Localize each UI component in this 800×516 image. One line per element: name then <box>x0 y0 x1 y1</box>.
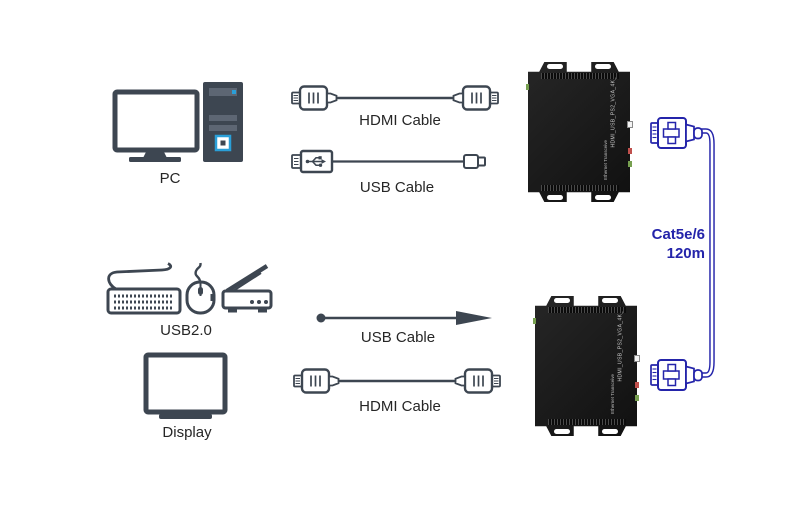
side-port <box>634 355 640 362</box>
tower-icon <box>203 82 243 162</box>
vent-slots <box>548 419 626 425</box>
vent-slots <box>548 307 626 313</box>
pc-icon <box>112 82 243 162</box>
hdmi-connector-icon <box>292 368 340 394</box>
side-marking: HDMI_USB_PS2_VGA_4K_inHDMI <box>610 77 616 148</box>
keyboard-icon <box>106 262 182 315</box>
hdmi-cable-bottom-icon <box>292 368 502 394</box>
mouse-icon <box>185 262 216 315</box>
transmitter-device: HDMI_USB_PS2_VGA_4K_inHDMI Ethernet Tran… <box>526 62 633 202</box>
display-label: Display <box>162 424 212 441</box>
usb-plug-end-icon <box>463 154 486 169</box>
usb-cable-top-icon <box>291 149 486 174</box>
usb-cable-middle-label: USB Cable <box>360 329 436 346</box>
unit-marking: Ethernet Transceiver <box>610 374 615 414</box>
arrow-head <box>456 311 492 325</box>
usb-trident-icon <box>305 156 326 167</box>
arrow-start-dot <box>316 313 326 323</box>
status-led-red <box>635 382 639 388</box>
usb-peripherals-icon <box>106 262 273 315</box>
hdmi-connector-icon <box>290 85 338 111</box>
hdmi-cable-top-icon <box>290 85 500 111</box>
hdmi-connector-icon <box>452 85 500 111</box>
monitor-icon <box>112 89 200 162</box>
mount-hole <box>595 64 611 69</box>
pc-label: PC <box>159 170 181 187</box>
usb-arrow-icon <box>316 311 492 325</box>
power-led <box>533 318 536 324</box>
vent-slots <box>541 73 619 79</box>
cat-cable-length-label: 120m <box>666 245 705 262</box>
cat-cable-type-label: Cat5e/6 <box>651 226 705 243</box>
mount-hole <box>554 429 570 434</box>
power-led <box>526 84 529 90</box>
mount-hole <box>602 298 618 303</box>
mount-hole <box>602 429 618 434</box>
unit-marking: Ethernet Transceiver <box>603 140 608 180</box>
status-led-green <box>628 161 632 167</box>
status-led-red <box>628 148 632 154</box>
mount-hole <box>547 64 563 69</box>
side-marking: HDMI_USB_PS2_VGA_4K_inHDMI <box>617 311 623 382</box>
hdmi-cable-top-label: HDMI Cable <box>359 112 441 129</box>
rj45-connector-icon <box>650 117 703 149</box>
usb-cable-top-label: USB Cable <box>359 179 435 196</box>
hdmi-cable-bottom-label: HDMI Cable <box>359 398 441 415</box>
display-icon <box>143 352 228 419</box>
rj45-connector-icon <box>650 359 703 391</box>
receiver-device: HDMI_USB_PS2_VGA_4K_inHDMI Ethernet Tran… <box>533 296 640 436</box>
mount-hole <box>547 195 563 200</box>
device-chassis: HDMI_USB_PS2_VGA_4K_inHDMI Ethernet Tran… <box>528 62 630 202</box>
mount-hole <box>554 298 570 303</box>
cat-cable-icon <box>650 117 715 391</box>
usb-connector-icon <box>291 149 334 174</box>
hdmi-connector-icon <box>454 368 502 394</box>
vent-slots <box>541 185 619 191</box>
device-chassis: HDMI_USB_PS2_VGA_4K_inHDMI Ethernet Tran… <box>535 296 637 436</box>
mount-hole <box>595 195 611 200</box>
status-led-green <box>635 395 639 401</box>
scanner-icon <box>221 264 273 313</box>
side-port <box>627 121 633 128</box>
usb-peripherals-label: USB2.0 <box>160 322 212 339</box>
